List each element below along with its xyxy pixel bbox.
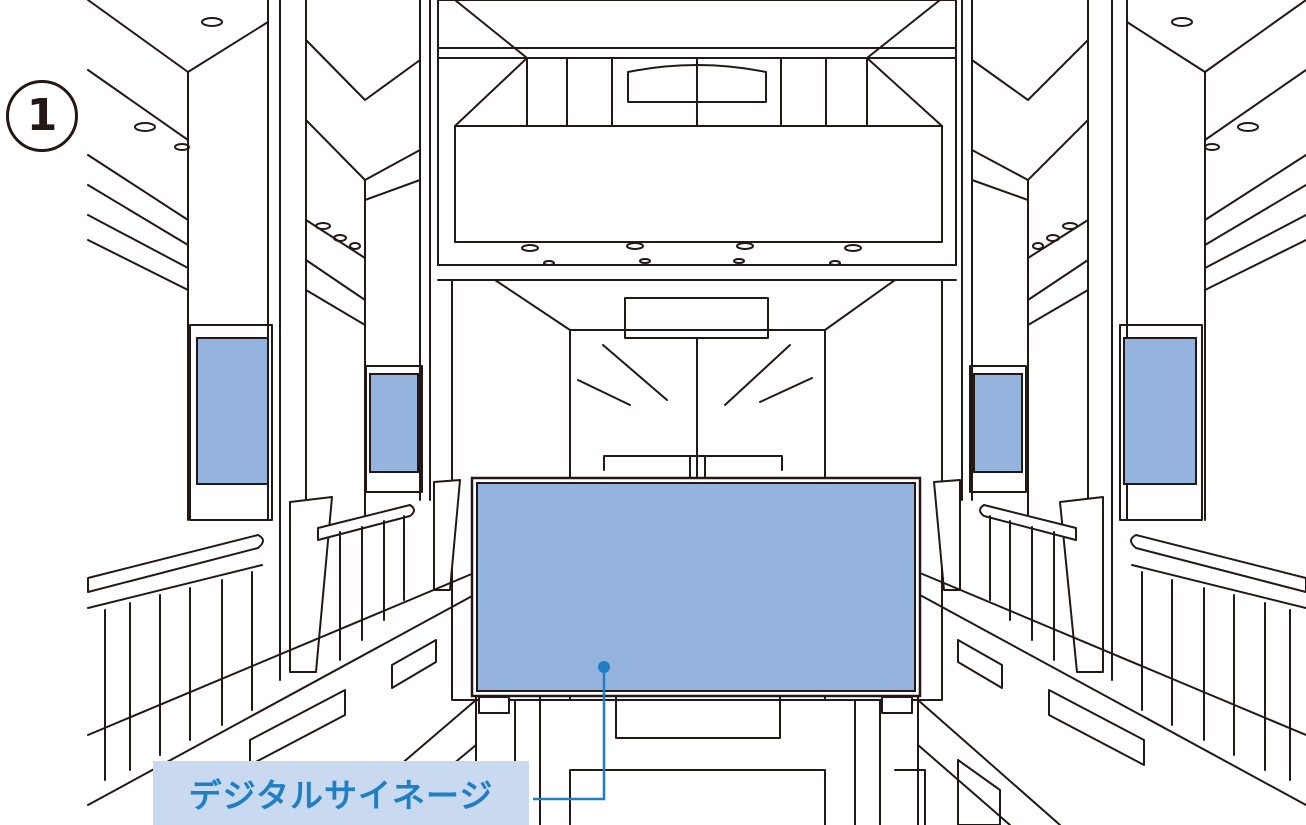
right-mid-signage-frame: [969, 365, 1027, 493]
right-pillar-signage-frame: [1119, 324, 1203, 521]
left-mid-screen: [369, 373, 419, 473]
right-escalator: [894, 479, 1306, 825]
left-mid-signage-frame: [365, 365, 423, 493]
left-pillar-signage-frame: [189, 324, 273, 521]
right-side: [961, 0, 1306, 681]
callout-leader-line: [533, 667, 606, 801]
digital-signage-label: デジタルサイネージ: [153, 761, 529, 825]
left-ceiling-lights: [134, 17, 361, 250]
digital-signage-label-text: デジタルサイネージ: [188, 776, 494, 815]
signage-stand-right: [881, 696, 913, 714]
main-signage-screen: [476, 482, 916, 692]
ceiling-downlights: [521, 242, 862, 266]
main-digital-signage: [470, 476, 922, 714]
left-escalator: [87, 479, 477, 825]
left-pillar-screen: [196, 337, 269, 485]
step-number-text: 1: [26, 90, 58, 141]
center-floor: [514, 694, 881, 825]
header-banner: [437, 125, 957, 281]
step-number-badge: 1: [6, 80, 78, 152]
signage-stand-left: [478, 696, 510, 714]
left-side: [87, 0, 431, 681]
right-ceiling-lights: [1032, 17, 1259, 250]
right-pillar-screen: [1123, 337, 1197, 485]
callout-leader: [533, 661, 610, 801]
right-mid-screen: [973, 373, 1023, 473]
back-wall: [437, 0, 957, 266]
